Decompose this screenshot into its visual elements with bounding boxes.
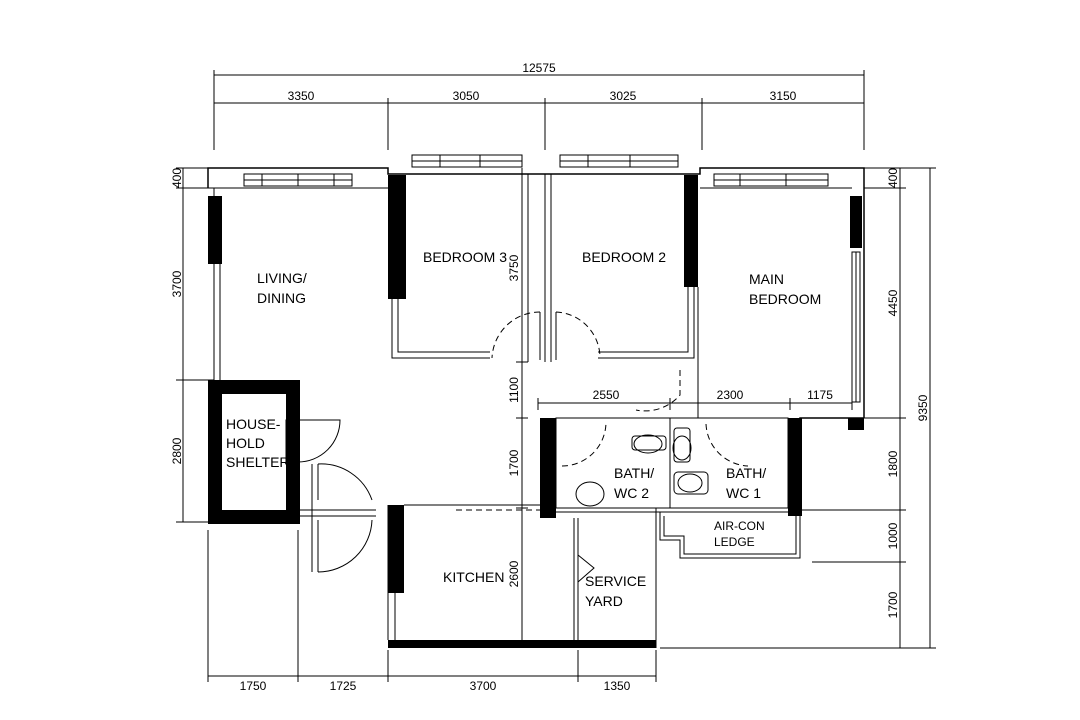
label-bath2-line1: BATH/ (614, 465, 654, 481)
dim-top-3: 3025 (610, 89, 637, 103)
label-bedroom-2: BEDROOM 2 (582, 249, 666, 265)
room-labels: LIVING/ DINING BEDROOM 3 BEDROOM 2 MAIN … (226, 249, 821, 609)
dim-bottom-3: 3700 (470, 679, 497, 693)
dim-right-4: 1000 (886, 522, 900, 549)
doors (311, 311, 749, 573)
interior-walls (298, 174, 789, 640)
dim-bottom-4: 1350 (604, 679, 631, 693)
label-shelter-line3: SHELTER (226, 454, 290, 470)
dim-right-2: 4450 (886, 289, 900, 316)
label-main-bedroom-line1: MAIN (749, 271, 784, 287)
dim-int-v-2: 1100 (507, 377, 521, 403)
label-bedroom-3: BEDROOM 3 (423, 249, 507, 265)
dim-int-h-3: 1175 (807, 388, 833, 402)
dim-top-2: 3050 (453, 89, 480, 103)
fixtures (575, 427, 709, 507)
dim-bottom-1: 1750 (240, 679, 267, 693)
dim-bottom-2: 1725 (330, 679, 357, 693)
label-bath1-line2: WC 1 (726, 485, 761, 501)
dim-top-1: 3350 (288, 89, 315, 103)
dim-int-h-2: 2300 (717, 388, 744, 402)
dim-top-4: 3150 (770, 89, 797, 103)
label-bath1-line1: BATH/ (726, 465, 766, 481)
label-bath2-line2: WC 2 (614, 485, 649, 501)
dimension-labels: 12575 3350 3050 3025 3150 1750 1725 3700… (170, 61, 930, 693)
label-aircon-line1: AIR-CON (714, 519, 765, 533)
household-shelter (208, 380, 341, 524)
dim-top-total: 12575 (522, 61, 556, 75)
dim-int-v-4: 2600 (507, 560, 521, 587)
dim-int-v-3: 1700 (507, 449, 521, 476)
label-service-yard-line1: SERVICE (585, 573, 646, 589)
label-living-line2: DINING (257, 290, 306, 306)
dim-left-3: 2800 (170, 437, 184, 464)
label-main-bedroom-line2: BEDROOM (749, 291, 821, 307)
outer-walls (207, 167, 865, 648)
label-shelter-line1: HOUSE- (226, 416, 281, 432)
solid-walls (208, 175, 864, 593)
dim-right-5: 1700 (886, 591, 900, 618)
label-shelter-line2: HOLD (226, 435, 265, 451)
dim-right-1: 400 (886, 168, 900, 188)
dim-right-total: 9350 (916, 394, 930, 421)
dim-int-h-1: 2550 (593, 388, 620, 402)
dim-left-2: 3700 (170, 270, 184, 297)
dim-int-v-1: 3750 (507, 254, 521, 281)
label-kitchen: KITCHEN (443, 569, 504, 585)
dimension-lines (176, 70, 936, 682)
label-living-line1: LIVING/ (257, 270, 307, 286)
dim-left-1: 400 (170, 168, 184, 188)
label-service-yard-line2: YARD (585, 593, 623, 609)
windows (243, 154, 861, 403)
dim-right-3: 1800 (886, 450, 900, 477)
label-aircon-line2: LEDGE (714, 535, 755, 549)
